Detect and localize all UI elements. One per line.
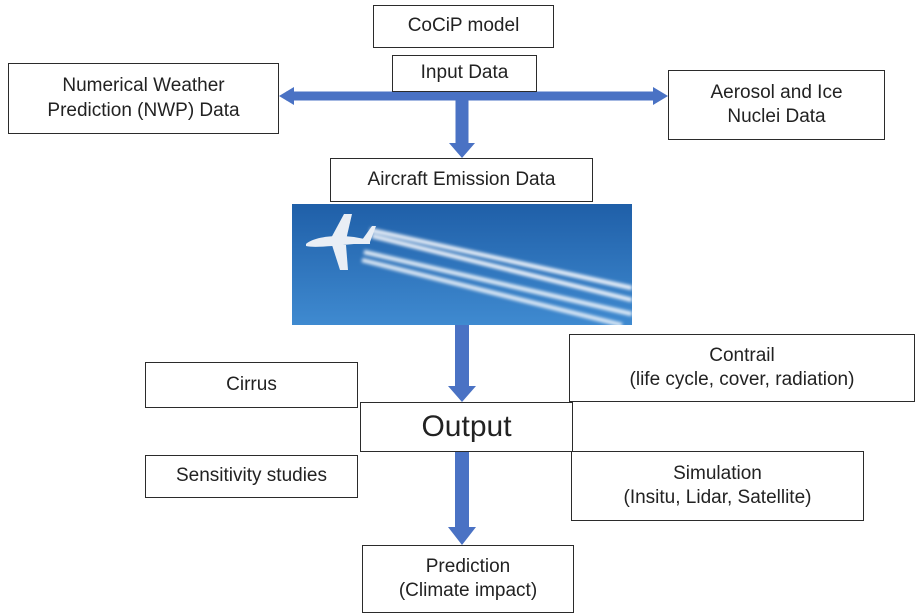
input-data-box: Input Data (392, 55, 537, 92)
output-box: Output (360, 402, 573, 452)
cirrus-box: Cirrus (145, 362, 358, 408)
contrail-box: Contrail (life cycle, cover, radiation) (569, 334, 915, 402)
airplane-with-contrails-icon (292, 204, 632, 325)
simulation-box: Simulation (Insitu, Lidar, Satellite) (571, 451, 864, 521)
arrowhead-to-emission (449, 143, 475, 158)
arrowhead-to-prediction (448, 527, 476, 545)
nwp-data-box: Numerical Weather Prediction (NWP) Data (8, 63, 279, 134)
aerosol-data-box: Aerosol and Ice Nuclei Data (668, 70, 885, 140)
cocip-model-box: CoCiP model (373, 5, 554, 48)
sensitivity-studies-box: Sensitivity studies (145, 455, 358, 498)
arrowhead-to-aerosol (653, 87, 668, 105)
contrails (361, 227, 632, 325)
prediction-box: Prediction (Climate impact) (362, 545, 574, 613)
aircraft-emission-box: Aircraft Emission Data (330, 158, 593, 202)
arrowhead-to-output (448, 386, 476, 402)
arrowhead-to-nwp (279, 87, 294, 105)
airplane (306, 214, 376, 270)
